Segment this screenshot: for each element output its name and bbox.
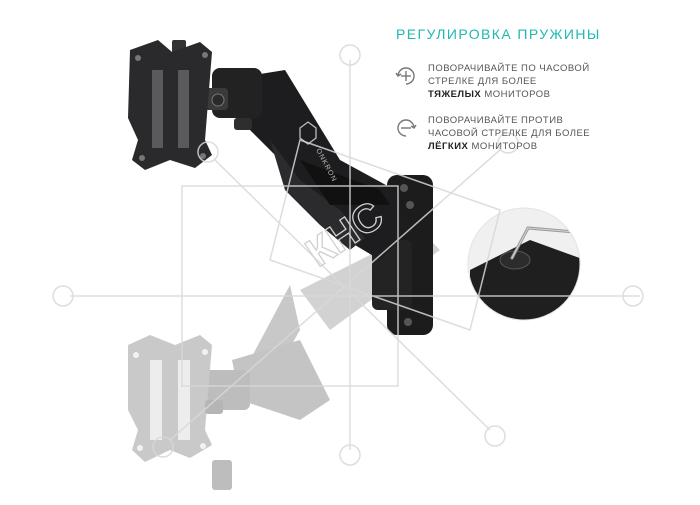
note-lighter: ПОВОРАЧИВАЙТЕ ПРОТИВ ЧАСОВОЙ СТРЕЛКЕ ДЛЯ… (392, 114, 692, 153)
vesa-plate (128, 40, 212, 170)
note-lighter-line2: ЧАСОВОЙ СТРЕЛКЕ ДЛЯ БОЛЕЕ (428, 128, 591, 139)
note-heavier-emphasis: ТЯЖЕЛЫХ (428, 89, 482, 100)
ghost-vesa-plate (128, 335, 212, 462)
section-heading: РЕГУЛИРОВКА ПРУЖИНЫ (396, 26, 601, 42)
note-heavier: ПОВОРАЧИВАЙТЕ ПО ЧАСОВОЙ СТРЕЛКЕ ДЛЯ БОЛ… (392, 62, 692, 101)
note-heavier-text: ПОВОРАЧИВАЙТЕ ПО ЧАСОВОЙ СТРЕЛКЕ ДЛЯ БОЛ… (428, 62, 590, 101)
note-lighter-emphasis: ЛЁГКИХ (428, 141, 469, 152)
rotate-counterclockwise-minus-icon (397, 119, 417, 137)
note-lighter-rest: МОНИТОРОВ (468, 141, 538, 152)
note-lighter-line1: ПОВОРАЧИВАЙТЕ ПРОТИВ (428, 115, 564, 126)
note-heavier-line1: ПОВОРАЧИВАЙТЕ ПО ЧАСОВОЙ (428, 63, 590, 74)
note-heavier-line2: СТРЕЛКЕ ДЛЯ БОЛЕЕ (428, 76, 537, 87)
note-lighter-text: ПОВОРАЧИВАЙТЕ ПРОТИВ ЧАСОВОЙ СТРЕЛКЕ ДЛЯ… (428, 114, 590, 153)
note-lighter-line3: ЛЁГКИХ МОНИТОРОВ (428, 140, 590, 153)
hex-key-detail-inset (467, 207, 581, 321)
note-heavier-line3: ТЯЖЕЛЫХ МОНИТОРОВ (428, 88, 590, 101)
rotate-clockwise-plus-icon (395, 67, 415, 85)
note-heavier-rest: МОНИТОРОВ (481, 89, 551, 100)
